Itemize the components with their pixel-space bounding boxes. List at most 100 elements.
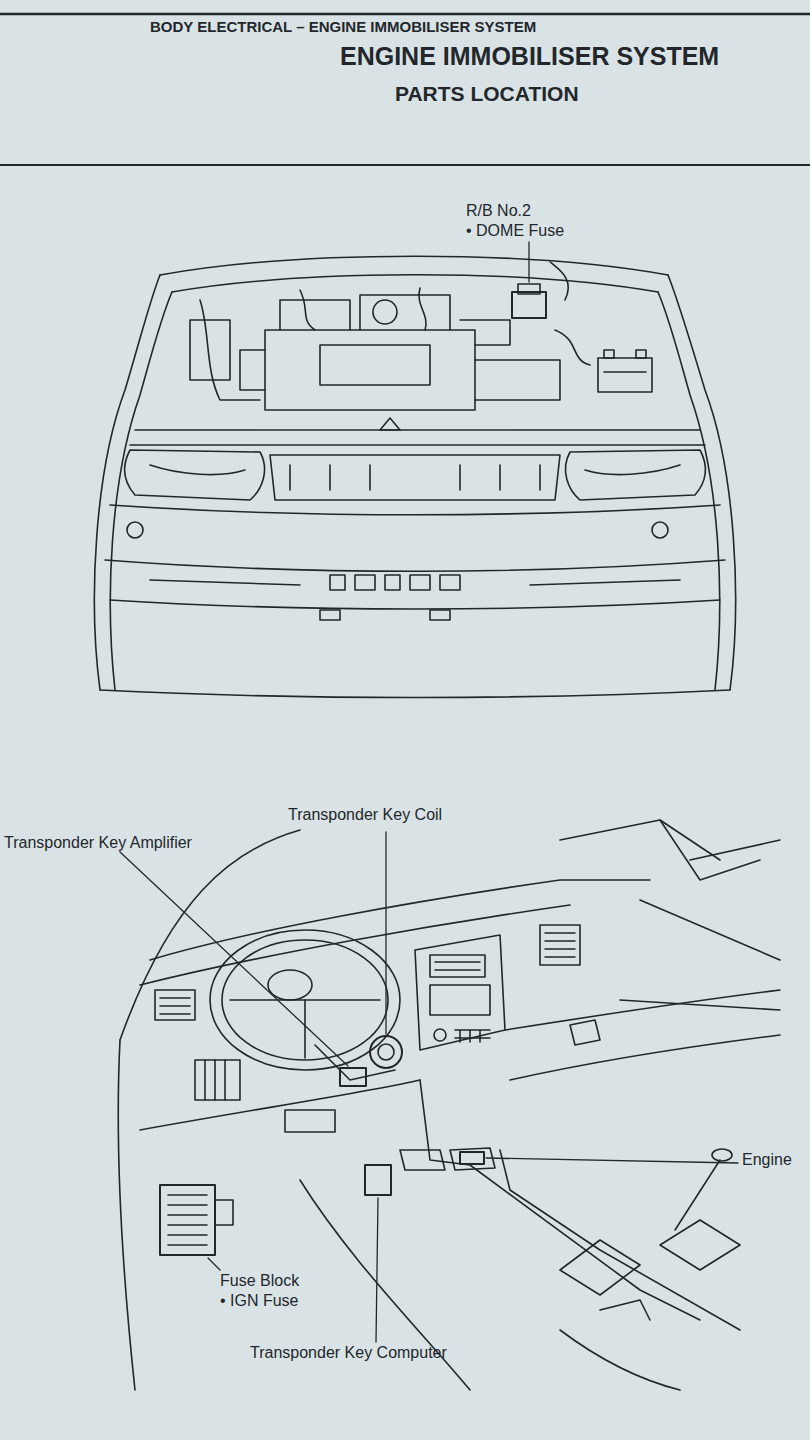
dashboard-drawing: [340, 1068, 366, 1086]
dashboard-drawing: [215, 1200, 233, 1225]
dashboard-drawing: [430, 955, 485, 977]
dashboard-drawing: [150, 880, 650, 960]
engine-bay-drawing: [555, 330, 590, 365]
engine-bay-drawing: [105, 560, 725, 571]
dashboard-drawing: [712, 1149, 732, 1161]
engine-bay-drawing: [300, 290, 315, 330]
engine-bay-drawing: [130, 444, 705, 446]
dashboard-drawing: [222, 940, 388, 1060]
engine-bay-drawing: [419, 288, 426, 330]
engine-bay-drawing: [475, 360, 560, 400]
dashboard-drawing: [140, 905, 570, 985]
page-rule: [0, 164, 810, 166]
engine-bay-drawing: [110, 505, 720, 515]
engine-bay-drawing: [290, 465, 540, 490]
dashboard-drawing: [195, 1060, 240, 1100]
leader-line: [486, 1158, 738, 1163]
leader-line: [385, 832, 386, 1034]
engine-bay-drawing: [135, 429, 700, 431]
engine-bay-drawing: [380, 418, 400, 430]
leader-line: [376, 1198, 378, 1342]
engine-bay-drawing: [127, 522, 143, 538]
engine-bay-drawing: [270, 455, 560, 500]
dashboard-drawing: [660, 820, 760, 880]
engine-bay-drawing: [172, 275, 658, 292]
part-label: Engine: [742, 1151, 792, 1169]
dashboard-drawing: [660, 1220, 740, 1270]
dashboard-drawing: [268, 970, 312, 1000]
dashboard-drawing: [118, 1040, 135, 1390]
engine-bay-drawing: [565, 450, 705, 500]
dashboard-drawing: [210, 930, 400, 1070]
dashboard-drawing: [315, 1045, 395, 1080]
engine-bay-drawing: [636, 350, 646, 358]
engine-bay-drawing: [585, 465, 680, 475]
engine-bay-drawing: [190, 320, 230, 380]
dashboard-drawing: [545, 933, 575, 957]
engine-bay-drawing: [100, 690, 730, 698]
engine-bay-drawing: [280, 300, 350, 330]
dashboard-drawing: [600, 1300, 650, 1320]
dashboard-drawing: [285, 1110, 335, 1132]
engine-bay-drawing: [652, 522, 668, 538]
engine-bay-drawing: [125, 450, 265, 500]
part-label: R/B No.2: [466, 202, 531, 220]
engine-bay-drawing: [160, 256, 668, 275]
engine-bay-drawing: [460, 320, 510, 345]
part-label: • IGN Fuse: [220, 1292, 299, 1310]
dashboard-drawing: [450, 1148, 495, 1170]
engine-bay-drawing: [512, 292, 546, 318]
dashboard-drawing: [510, 1035, 780, 1080]
engine-bay-drawing: [360, 295, 450, 330]
engine-bay-drawing: [668, 275, 736, 690]
engine-bay-drawing: [518, 284, 540, 294]
dashboard-drawing: [540, 925, 580, 965]
engine-bay-drawing: [110, 292, 172, 690]
engine-bay-drawing: [598, 358, 652, 392]
dashboard-drawing: [378, 1044, 394, 1060]
engine-bay-drawing: [150, 465, 245, 475]
part-label: Transponder Key Computer: [250, 1344, 447, 1362]
dashboard-drawing: [365, 1165, 391, 1195]
engine-bay-drawing: [240, 350, 265, 390]
part-label: Fuse Block: [220, 1272, 299, 1290]
dashboard-drawing: [675, 1160, 720, 1230]
dashboard-drawing: [640, 900, 780, 960]
dashboard-drawing: [205, 1060, 225, 1100]
dashboard-drawing: [435, 962, 480, 970]
dashboard-drawing: [155, 990, 195, 1020]
dashboard-drawing: [370, 1036, 402, 1068]
engine-bay-drawing: [94, 256, 735, 697]
engine-bay-drawing: [110, 600, 720, 609]
dashboard-drawing: [430, 985, 490, 1015]
dashboard-drawing: [505, 990, 780, 1030]
dashboard-drawing: [304, 1000, 306, 1058]
page-rule: [0, 13, 810, 16]
engine-bay-drawing: [320, 610, 450, 620]
page-title: ENGINE IMMOBILISER SYSTEM: [340, 42, 719, 71]
leader-line: [120, 852, 348, 1066]
dashboard-drawing: [570, 1020, 600, 1045]
dashboard-drawing: [434, 1029, 446, 1041]
part-label: Transponder Key Amplifier: [4, 834, 192, 852]
dashboard-drawing: [415, 935, 505, 1050]
leader-line: [528, 242, 529, 282]
engine-bay-drawing: [330, 575, 460, 590]
page-subtitle: PARTS LOCATION: [395, 82, 579, 106]
part-label: • DOME Fuse: [466, 222, 564, 240]
engine-bay-drawing: [320, 345, 430, 385]
dashboard-drawing: [160, 1185, 215, 1255]
engine-bay-drawing: [265, 330, 475, 410]
engine-bay-drawing: [550, 262, 568, 300]
dashboard-drawing: [500, 1150, 740, 1330]
dashboard-drawing: [118, 820, 780, 1390]
page-rule: [0, 14, 810, 165]
dashboard-drawing: [160, 998, 190, 1014]
dashboard-drawing: [560, 1330, 680, 1390]
engine-bay-drawing: [604, 350, 614, 358]
dashboard-drawing: [400, 1150, 445, 1170]
dashboard-drawing: [560, 820, 720, 860]
engine-bay-drawing: [604, 371, 646, 373]
dashboard-drawing: [460, 1152, 484, 1164]
